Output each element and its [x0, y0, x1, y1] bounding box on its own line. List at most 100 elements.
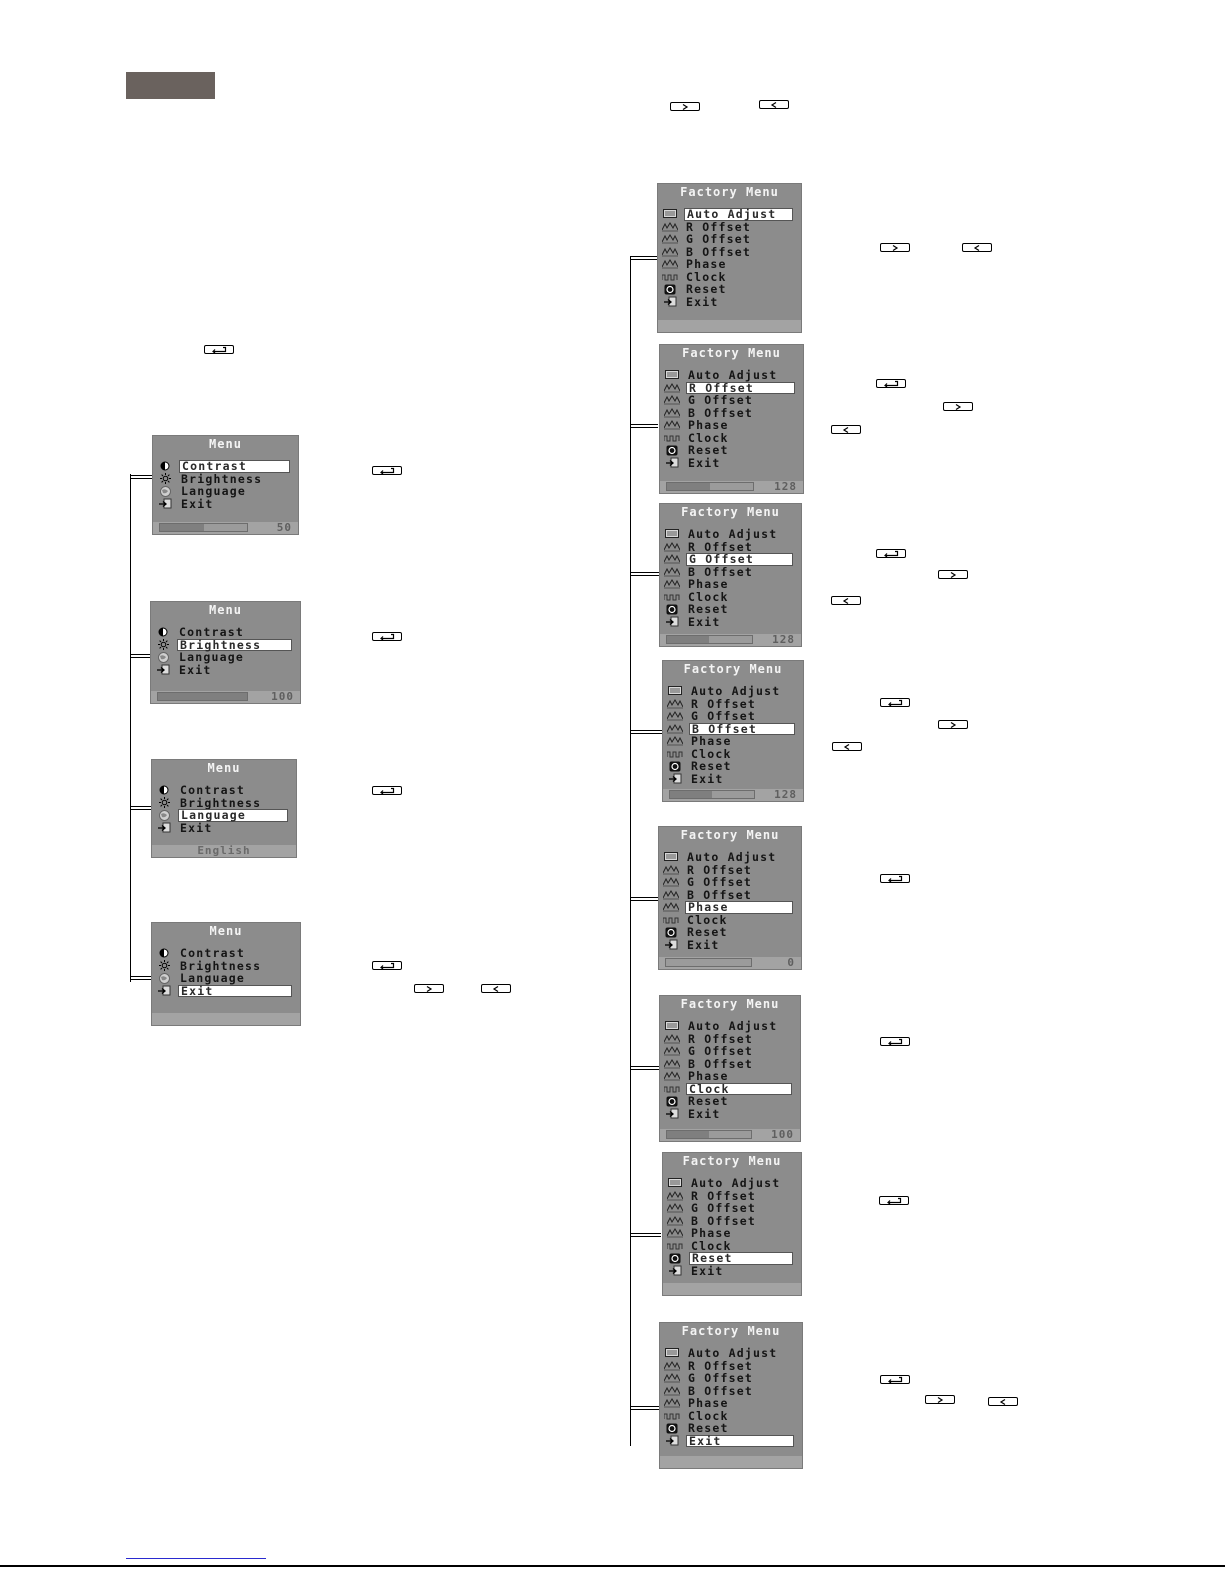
osd-menu-item: R Offset	[691, 696, 756, 711]
osd-footer: 0	[659, 956, 801, 969]
language-icon	[154, 651, 172, 664]
osd-menu-item: Reset	[688, 1094, 729, 1108]
osd-menu-item: Reset	[686, 282, 727, 296]
tree-branch	[630, 1233, 661, 1237]
osd-footer: 128	[660, 633, 801, 646]
osd-menu-item: Clock	[686, 269, 727, 284]
contrast-icon	[155, 947, 173, 960]
wave-icon	[663, 1033, 681, 1046]
tree-branch	[630, 730, 662, 734]
enter-key-icon	[879, 1196, 909, 1205]
osd-menu-item: Exit	[687, 937, 720, 952]
osd-title: Factory Menu	[680, 185, 779, 199]
wave-icon	[663, 553, 681, 566]
osd-level-value: 128	[772, 633, 795, 646]
section-header-bar	[126, 72, 215, 99]
right-arrow-key-icon	[414, 984, 444, 993]
osd-menu-item: Phase	[691, 1226, 732, 1240]
exit-icon	[663, 1435, 681, 1448]
right-arrow-key-icon	[925, 1395, 955, 1404]
tree-line-right	[630, 256, 631, 1446]
osd-menu-item: G Offset	[691, 709, 756, 723]
osd-footer: 128	[663, 788, 803, 801]
wave-icon	[666, 1227, 684, 1240]
right-arrow-key-icon	[670, 102, 700, 111]
osd-menu-item: B Offset	[688, 1383, 753, 1398]
osd-footer	[658, 320, 801, 332]
clock-icon	[666, 1240, 684, 1253]
exit-icon	[666, 773, 684, 786]
language-icon	[156, 485, 174, 498]
osd-menu-item: B Offset	[689, 722, 795, 735]
osd-menu-item: Exit	[180, 820, 213, 835]
osd-menu-item: Auto Adjust	[684, 208, 793, 221]
osd-menu-item: Contrast	[179, 460, 290, 473]
exit-icon	[155, 822, 173, 835]
osd-level-bar	[666, 1130, 752, 1139]
reset-icon	[663, 1095, 681, 1108]
osd-title: Factory Menu	[681, 505, 780, 519]
osd-footer: 100	[660, 1128, 800, 1141]
tree-branch	[130, 976, 152, 980]
exit-icon	[666, 1265, 684, 1278]
exit-icon	[663, 616, 681, 629]
left-arrow-key-icon	[962, 243, 992, 252]
osd-title: Factory Menu	[680, 997, 780, 1011]
tree-branch	[630, 1066, 659, 1070]
enter-key-icon	[880, 1375, 910, 1384]
osd-level-fill	[667, 636, 710, 643]
osd-menu-item: Exit	[688, 1106, 721, 1121]
monitor-icon	[663, 528, 681, 541]
reset-icon	[661, 283, 679, 296]
osd-menu-item: Language	[178, 809, 288, 822]
right-arrow-key-icon	[938, 570, 968, 579]
osd-icon-column	[666, 1177, 684, 1277]
reset-icon	[663, 603, 681, 616]
osd-footer: 100	[151, 690, 300, 703]
osd-level-value: 100	[271, 690, 294, 703]
enter-key-icon	[876, 379, 906, 388]
tree-branch	[630, 256, 658, 260]
clock-icon	[662, 914, 680, 927]
enter-key-icon	[372, 786, 402, 795]
footer-rule	[0, 1565, 1225, 1567]
osd-level-value: 50	[276, 521, 292, 534]
osd-menu-item: R Offset	[688, 1031, 753, 1046]
osd-menu-item: Reset	[688, 443, 729, 457]
wave-icon	[663, 1360, 681, 1373]
enter-key-icon	[876, 549, 906, 558]
osd-title: Factory Menu	[682, 346, 781, 360]
osd-menu-item: R Offset	[687, 862, 752, 877]
osd-menu-item: Clock	[688, 589, 729, 604]
left-arrow-key-icon	[988, 1397, 1018, 1406]
tree-branch	[630, 1406, 659, 1410]
tree-branch	[630, 572, 660, 576]
osd-menu-item: Exit	[688, 614, 721, 629]
monitor-icon	[666, 1177, 684, 1190]
osd-menu-item: G Offset	[691, 1201, 756, 1215]
osd-menu-item: Exit	[691, 771, 724, 786]
left-arrow-key-icon	[481, 984, 511, 993]
osd-menu-item: Language	[180, 971, 245, 985]
reset-icon	[663, 1422, 681, 1435]
wave-icon	[662, 889, 680, 902]
osd-footer: 50	[153, 521, 298, 534]
wave-icon	[666, 723, 684, 736]
osd-menu-item: Exit	[686, 294, 719, 309]
osd-menu-item: Reset	[688, 602, 729, 616]
osd-menu-item: Clock	[687, 912, 728, 927]
osd-level-bar	[157, 692, 249, 701]
osd-menu-item: Phase	[688, 1396, 729, 1410]
osd-menu-item: Reset	[688, 1421, 729, 1435]
wave-icon	[662, 876, 680, 889]
osd-menu-item: Clock	[691, 1238, 732, 1253]
osd-menu-item: Reset	[689, 1252, 793, 1265]
left-arrow-key-icon	[759, 100, 789, 109]
osd-icon-column	[662, 851, 680, 951]
monitor-icon	[662, 851, 680, 864]
osd-menu-item: Clock	[691, 746, 732, 761]
